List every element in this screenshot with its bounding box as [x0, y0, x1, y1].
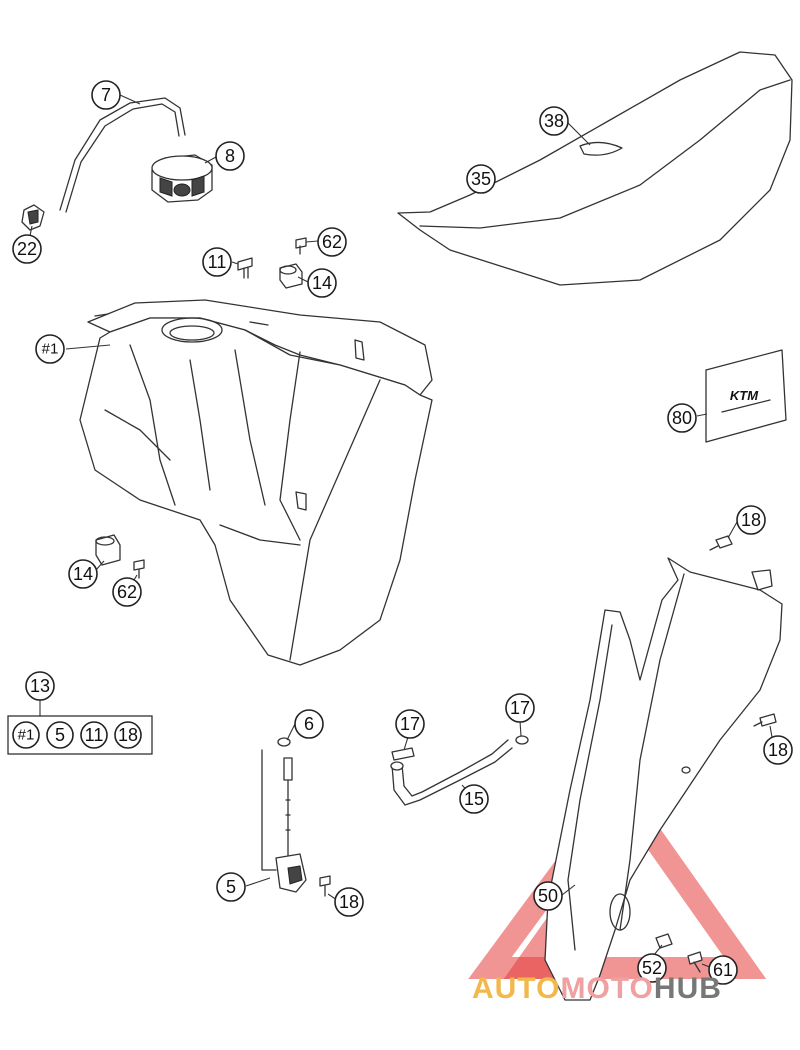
callout-38: 38	[539, 106, 569, 136]
callout-50: 50	[533, 881, 563, 911]
callout-6-label: 6	[304, 714, 314, 734]
callout-1-label: #1	[42, 341, 59, 358]
callout-80: 80	[667, 403, 697, 433]
callout-17-left: 17	[395, 709, 425, 739]
fuel-cap	[151, 154, 213, 203]
callout-14-lower: 14	[68, 559, 98, 589]
tap-screw	[319, 875, 331, 897]
callout-80-label: 80	[672, 408, 692, 428]
callout-22-label: 22	[17, 239, 37, 259]
callout-38-label: 38	[544, 111, 564, 131]
watermark-hub: HUB	[654, 972, 722, 1005]
callout-17-right: 17	[505, 693, 535, 723]
callout-6: 6	[294, 709, 324, 739]
callout-61: 61	[708, 955, 738, 985]
callout-14-lower-label: 14	[73, 564, 93, 584]
breather-hose	[59, 97, 186, 213]
fuel-hose	[390, 735, 529, 806]
callout-18-right: 18	[763, 735, 793, 765]
fuel-tap	[261, 737, 307, 893]
callout-7-label: 7	[101, 85, 111, 105]
callout-13: 13	[25, 671, 55, 701]
kit-label-11: 11	[85, 725, 104, 745]
callout-7: 7	[91, 80, 121, 110]
callout-15: 15	[459, 784, 489, 814]
callout-15-label: 15	[464, 789, 484, 809]
callout-35: 35	[466, 164, 496, 194]
callout-8-label: 8	[225, 146, 235, 166]
callout-62-top: 62	[317, 227, 347, 257]
callout-17-right-label: 17	[510, 698, 530, 718]
callout-61-label: 61	[713, 960, 733, 980]
small-hardware-top	[237, 237, 307, 289]
seat-decal: KTM	[705, 349, 787, 443]
kit-label-1: #1	[18, 727, 35, 744]
callout-5: 5	[216, 872, 246, 902]
callout-18-top-right-label: 18	[741, 510, 761, 530]
callout-18-tap-label: 18	[339, 892, 359, 912]
callout-18-top-right: 18	[736, 505, 766, 535]
kit-callout-1: #1	[12, 721, 40, 749]
kit-callout-11: 11	[80, 721, 108, 749]
callout-14-top-label: 14	[312, 273, 332, 293]
callout-13-label: 13	[30, 676, 50, 696]
callout-50-label: 50	[538, 886, 558, 906]
kit-label-18: 18	[118, 725, 138, 745]
seat	[397, 51, 793, 286]
small-hardware-lower	[95, 534, 145, 579]
decal-logo-text: KTM	[730, 388, 759, 403]
fuel-tank	[79, 299, 433, 666]
kit-callout-18: 18	[114, 721, 142, 749]
callout-62-top-label: 62	[322, 232, 342, 252]
callout-18-right-label: 18	[768, 740, 788, 760]
callout-11-top-label: 11	[208, 252, 227, 272]
callout-11-top: 11	[202, 247, 232, 277]
callout-62-lower-label: 62	[117, 582, 137, 602]
callout-17-left-label: 17	[400, 714, 420, 734]
callout-5-label: 5	[226, 877, 236, 897]
callout-62-lower: 62	[112, 577, 142, 607]
kit-callout-5: 5	[46, 721, 74, 749]
panel-collar-and-screw	[655, 933, 703, 973]
watermark-moto: MOTO	[560, 972, 653, 1005]
callout-8: 8	[215, 141, 245, 171]
callout-52: 52	[637, 953, 667, 983]
watermark-auto: AUTO	[472, 972, 560, 1005]
elbow-fitting	[21, 204, 45, 231]
callout-14-top: 14	[307, 268, 337, 298]
callout-52-label: 52	[642, 958, 662, 978]
kit-label-5: 5	[55, 725, 65, 745]
callout-1: #1	[35, 334, 65, 364]
callout-18-tap: 18	[334, 887, 364, 917]
side-panel-screws	[709, 535, 777, 727]
watermark-wordmark: AUTOMOTOHUB	[472, 972, 722, 1005]
callout-22: 22	[12, 234, 42, 264]
side-panel	[544, 557, 783, 1001]
callout-35-label: 35	[471, 169, 491, 189]
watermark-text: AUTOMOTOHUB	[472, 972, 722, 1005]
kit-box: #1 5 11 18	[7, 715, 153, 755]
